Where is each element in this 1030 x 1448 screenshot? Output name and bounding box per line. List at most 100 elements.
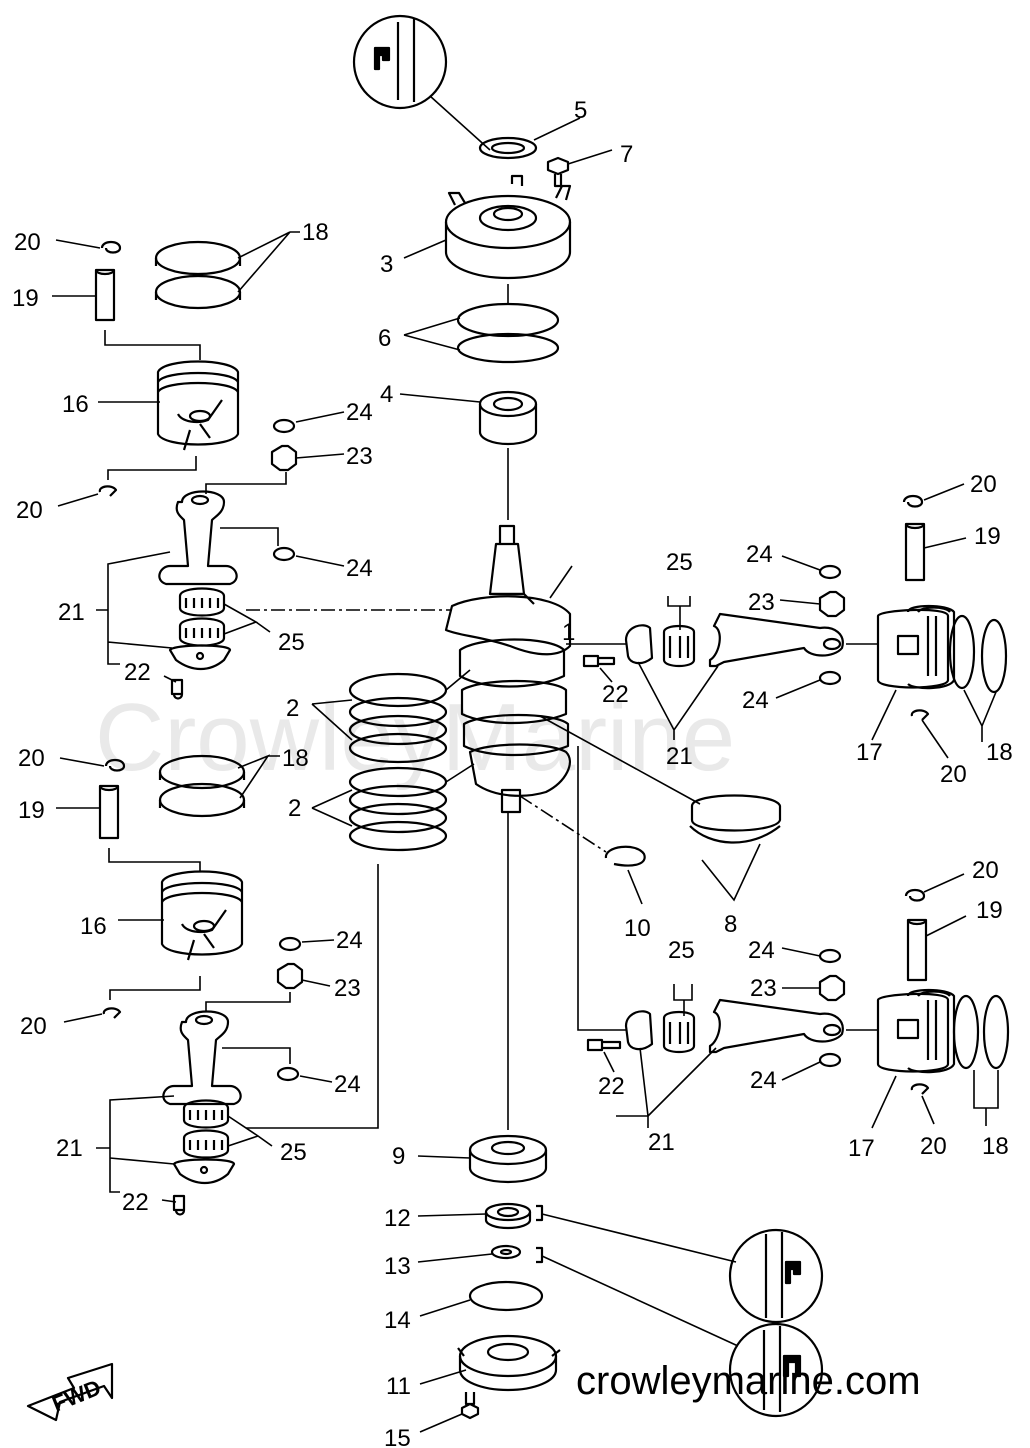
washer-left-upper-bottom [272,546,345,567]
circlip-right-upper-bottom [910,709,949,759]
piston-rings-right-upper [948,614,1008,742]
washer-left-lower-top [278,936,335,952]
callout-25-right-lower: 25 [668,937,695,964]
fwd-label: FWD [49,1375,105,1417]
bolt-top [546,149,613,188]
rod-group-bracket-right-lower [616,1047,717,1128]
callout-24-right-upper-bottom: 24 [742,687,769,714]
callout-20-right-lower-top: 20 [972,857,999,884]
nut-right-lower [782,974,846,1002]
piston-left-lower [118,870,244,961]
callout-24-right-upper-top: 24 [746,541,773,568]
callout-20-right-upper-bottom: 20 [940,761,967,788]
piston-rings-left-upper [154,231,300,310]
bolt-lower [419,1392,480,1433]
callout-15: 15 [384,1425,411,1448]
oil-seal-lower [417,1202,737,1263]
oil-seal-top [478,117,581,160]
rod-bolt-right-lower [586,1038,622,1073]
piston-pin-left-lower [56,784,201,872]
callout-23-left-lower: 23 [334,975,361,1002]
piston-right-upper [871,604,956,741]
lower-bearing-housing [419,1334,561,1392]
callout-24-right-lower-top: 24 [748,937,775,964]
callout-24-right-lower-bottom: 24 [750,1067,777,1094]
circlip-right-lower-top [904,873,965,902]
callout-9: 9 [392,1143,405,1170]
piston-right-lower [871,988,956,1129]
washer-right-lower-top [781,947,842,964]
o-rings [403,284,560,364]
rod-group-bracket-left-lower [96,1095,175,1193]
callout-24-left-upper-bottom: 24 [346,555,373,582]
callout-19-left-lower: 19 [18,797,45,824]
connecting-rod-right-lower [708,998,878,1054]
callout-3: 3 [380,251,393,278]
forward-direction-arrow: FWD [26,1362,114,1422]
website-url: crowleymarine.com [576,1359,921,1403]
callout-24-left-lower-top: 24 [336,927,363,954]
nut-left-lower [205,962,331,1012]
callout-16-lower: 16 [80,913,107,940]
needle-bearing-upper [399,390,538,520]
callout-22-left-lower: 22 [122,1189,149,1216]
callout-20-left-lower-top: 20 [18,745,45,772]
callout-19-right-upper: 19 [974,523,1001,550]
callout-7: 7 [620,141,633,168]
rod-cap-left-upper [168,644,232,671]
callout-22-right-upper: 22 [602,681,629,708]
nut-right-upper [779,590,846,618]
rod-cap-right-lower [577,746,654,1051]
callout-20-right-upper-top: 20 [970,471,997,498]
circlip-right-lower-bottom [910,1083,935,1125]
callout-18-left-lower: 18 [282,745,309,772]
callout-5: 5 [574,97,587,124]
lower-seal-detail-circle-1 [728,1228,824,1324]
rod-bolt-left-upper [163,675,184,700]
callout-8: 8 [724,911,737,938]
circlip [519,795,646,905]
callout-18-left-upper: 18 [302,219,329,246]
callout-22-left-upper: 22 [124,659,151,686]
upper-bearing-housing [403,174,572,280]
callout-4: 4 [380,381,393,408]
callout-11: 11 [386,1373,411,1400]
callout-2-lower: 2 [288,795,301,822]
callout-25-left-upper: 25 [278,629,305,656]
callout-19-left-upper: 19 [12,285,39,312]
callout-25-right-upper: 25 [666,549,693,576]
callout-23-right-lower: 23 [750,975,777,1002]
bearing-left-lower [182,1099,273,1159]
circlip-left-upper-top [55,239,122,254]
piston-left-upper [98,360,240,451]
callout-19-right-lower: 19 [976,897,1003,924]
crank-rings-upper [311,669,471,764]
callout-23-left-upper: 23 [346,443,373,470]
rod-group-bracket-right-upper [637,661,719,740]
callout-labels: 1 2 2 3 4 5 6 7 8 9 10 11 12 13 14 15 16… [12,97,1013,1448]
callout-20-right-lower-bottom: 20 [920,1133,947,1160]
circlip-left-lower-bottom [63,976,201,1023]
crankshaft [444,524,573,814]
callout-25-left-lower: 25 [280,1139,307,1166]
piston-rings-right-lower [952,994,1010,1126]
washer-right-upper-top [781,555,842,580]
callout-24-left-upper-top: 24 [346,399,373,426]
callout-20-left-upper-bottom: 20 [16,497,43,524]
circlip-left-upper-bottom [57,456,197,507]
callout-18-right-lower: 18 [982,1133,1009,1160]
gasket [419,1280,544,1317]
connecting-rod-left-upper [158,490,279,586]
ball-bearing-lower [417,812,548,1184]
nut-left-upper [205,444,345,494]
bearing-right-upper [662,596,696,668]
callout-2-upper: 2 [286,695,299,722]
bearing-right-lower [662,984,696,1054]
washer-left-upper-top [272,411,345,434]
washer-right-lower-bottom [781,1052,842,1081]
callout-21-right-lower: 21 [648,1129,675,1156]
callout-21-right-upper: 21 [666,743,693,770]
callout-20-left-lower-bottom: 20 [20,1013,47,1040]
callout-20-left-upper-top: 20 [14,229,41,256]
rod-bolt-right-upper [582,654,616,683]
